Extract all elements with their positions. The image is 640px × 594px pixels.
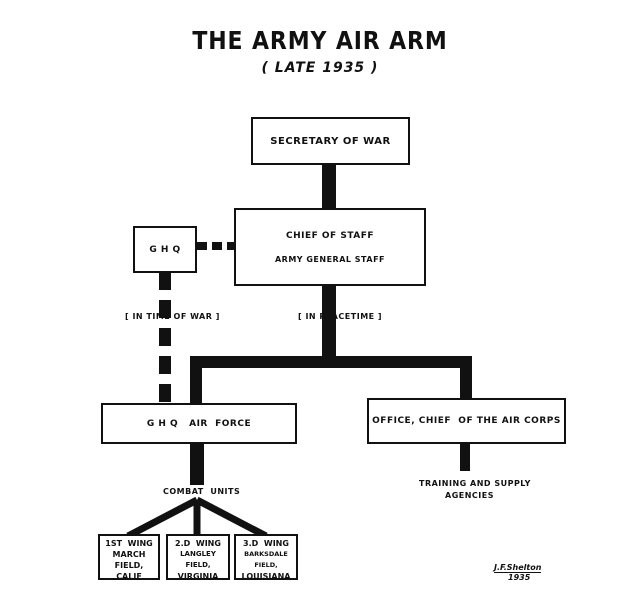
fan-line-3d-wing: [195, 496, 268, 540]
ghq-label: G H Q: [149, 244, 181, 255]
wing-place: BARKSDALE FIELD,: [244, 550, 288, 569]
ghq-box: G H Q: [133, 226, 197, 273]
army-general-staff-label: ARMY GENERAL STAFF: [274, 254, 386, 264]
combat-units-label: COMBAT UNITS: [163, 487, 241, 496]
training-agencies-label: AGENCIES: [445, 491, 494, 500]
ghq-air-force-label: G H Q AIR FORCE: [146, 418, 252, 429]
chief-of-staff-label: CHIEF OF STAFF: [285, 230, 375, 241]
wing-name: 1ST WING: [105, 539, 153, 548]
fan-line-1st-wing: [126, 496, 199, 540]
time-of-war-label: [ IN TIME OF WAR ]: [125, 312, 220, 321]
connector-secretary-to-chief: [322, 164, 336, 209]
signature-year: 1935: [508, 573, 531, 582]
wing-name: 3.D WING: [243, 539, 289, 548]
signature-name: J.F.Shelton: [494, 563, 542, 573]
artist-signature: J.F.Shelton 1935: [494, 563, 542, 582]
office-chief-air-corps-label: OFFICE, CHIEF OF THE AIR CORPS: [372, 416, 561, 426]
peacetime-label: [ IN PEACETIME ]: [298, 312, 383, 321]
connector-chief-down: [322, 285, 336, 365]
wing-name: 2.D WING: [175, 539, 221, 548]
office-chief-air-corps-box: OFFICE, CHIEF OF THE AIR CORPS: [367, 398, 566, 444]
chief-of-staff-box: CHIEF OF STAFF ARMY GENERAL STAFF: [234, 208, 426, 286]
training-supply-label: TRAINING AND SUPPLY: [419, 479, 531, 488]
wing-place: MARCH FIELD,: [112, 550, 146, 570]
wing-box-1st: 1ST WING MARCH FIELD, CALIF: [98, 534, 160, 581]
diagram-subtitle: ( LATE 1935 ): [261, 60, 379, 76]
wing-box-3d: 3.D WING BARKSDALE FIELD, LOUISIANA: [234, 534, 298, 581]
diagram-title: THE ARMY AIR ARM: [192, 26, 448, 55]
connector-ghq-af-to-combat: [190, 443, 204, 485]
ghq-air-force-box: G H Q AIR FORCE: [101, 403, 297, 444]
connector-horizontal-branch: [190, 356, 472, 368]
wing-state: VIRGINIA: [177, 572, 219, 581]
secretary-of-war-box: SECRETARY OF WAR: [251, 117, 410, 165]
secretary-of-war-label: SECRETARY OF WAR: [270, 135, 391, 147]
wing-state: LOUISIANA: [241, 572, 291, 581]
connector-office-to-training: [460, 443, 470, 471]
wing-state: CALIF: [116, 572, 142, 581]
connector-to-ghq-air-force: [190, 356, 202, 404]
connector-to-office-chief: [460, 356, 472, 398]
wing-box-2d: 2.D WING LANGLEY FIELD, VIRGINIA: [166, 534, 230, 581]
wing-place: LANGLEY FIELD,: [180, 550, 216, 569]
